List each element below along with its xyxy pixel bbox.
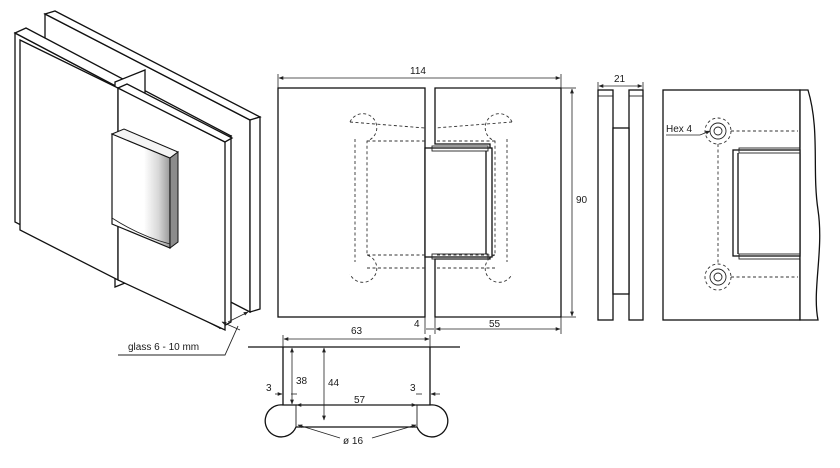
dim-right-plate: 55 [489, 319, 501, 330]
rear-view: Hex 4 [662, 89, 821, 321]
dim-cutout-width: 57 [354, 395, 366, 406]
side-view: 21 [597, 74, 644, 321]
dim-cutout-inner: 38 [296, 376, 308, 387]
dim-left-plate: 63 [351, 326, 363, 337]
dim-gap: 4 [414, 319, 420, 330]
dim-height-total: 90 [576, 195, 588, 206]
dim-diameter: ø 16 [343, 436, 363, 447]
front-view: 114 90 4 55 [277, 66, 588, 334]
dim-width-total: 114 [410, 66, 426, 77]
dim-offset-right: 3 [410, 383, 416, 394]
isometric-view: glass 6 - 10 mm [13, 10, 262, 356]
glass-label: glass 6 - 10 mm [128, 342, 199, 353]
dim-cutout-outer: 44 [328, 378, 340, 389]
cutout-detail: 63 38 44 57 3 3 ø 16 [248, 326, 460, 447]
dim-thickness: 21 [614, 74, 626, 85]
hex-label: Hex 4 [666, 124, 693, 135]
dim-offset-left: 3 [266, 383, 272, 394]
